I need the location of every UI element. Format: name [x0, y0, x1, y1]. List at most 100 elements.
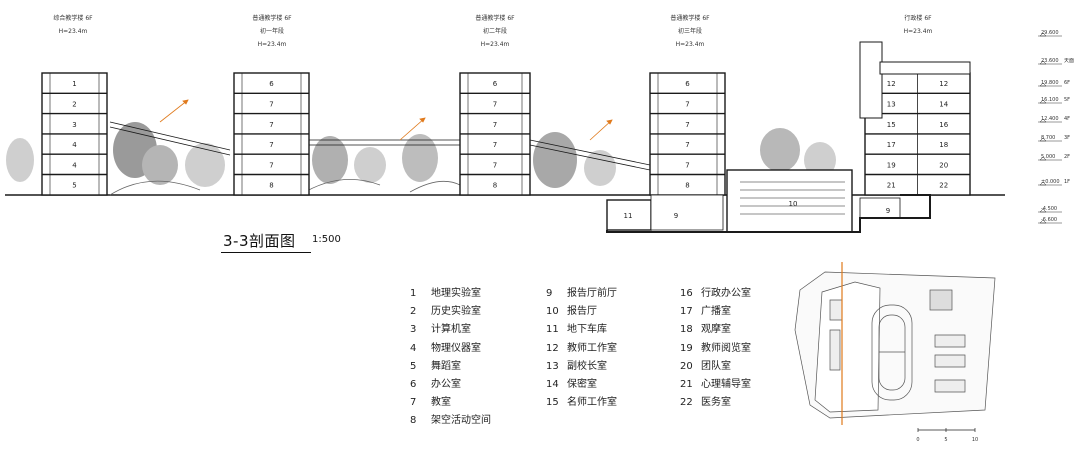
room-label: 7: [685, 141, 689, 149]
room-label: 7: [685, 161, 689, 169]
legend-number: 7: [410, 397, 417, 409]
legend-number: 6: [410, 379, 417, 390]
legend-number: 10: [546, 306, 559, 318]
level-label: 2F: [1064, 154, 1070, 160]
building-c-grade: 初二年段: [483, 27, 507, 35]
legend-number: 13: [546, 360, 559, 372]
room-label: 7: [269, 100, 273, 108]
basement: [606, 169, 931, 233]
legend-label: 教师阅览室: [701, 342, 751, 354]
legend-number: 15: [546, 397, 559, 409]
legend-number: 22: [680, 397, 693, 409]
building-d-height: H=23.4m: [676, 41, 705, 48]
room-9b: 9: [886, 207, 890, 215]
level-label: 4F: [1064, 116, 1070, 122]
building-a-name: 综合教学楼 6F: [53, 14, 93, 22]
view-arrows: [159, 99, 613, 141]
room-label: 7: [269, 141, 273, 149]
building-e-name: 行政楼 6F: [904, 14, 932, 22]
legend-number: 11: [546, 324, 559, 336]
title-underline: [221, 252, 311, 253]
level-value: 23.600: [1041, 58, 1059, 64]
room-label: 12: [939, 80, 948, 88]
room-label: 20: [939, 161, 948, 169]
legend-item: 7 教室: [410, 393, 451, 408]
room-10: 10: [789, 200, 798, 208]
room-label: 14: [939, 100, 948, 108]
room-label: 19: [887, 161, 896, 169]
legend-number: 3: [410, 324, 417, 336]
legend-number: 2: [410, 306, 417, 318]
level-value: 19.800: [1041, 80, 1059, 86]
legend-item: 11 地下车库: [546, 320, 607, 335]
room-label: 7: [269, 121, 273, 129]
admin-stair-tower: [859, 41, 883, 119]
legend-label: 办公室: [431, 379, 461, 390]
legend-label: 架空活动空间: [431, 415, 491, 427]
sky-bridges: [109, 121, 651, 171]
legend-label: 副校长室: [567, 360, 607, 372]
room-label: 7: [493, 161, 497, 169]
level-value: 5.000: [1041, 154, 1055, 160]
room-label: 6: [685, 80, 690, 88]
level-label: 1F: [1064, 179, 1070, 185]
legend-label: 心理辅导室: [701, 379, 751, 390]
legend-label: 医务室: [701, 397, 731, 409]
building-labels: 综合教学楼 6F H=23.4m 普通教学楼 6F 初一年段 H=23.4m 普…: [53, 14, 932, 48]
trees: [6, 122, 836, 188]
level-label: 6F: [1064, 80, 1070, 86]
legend-label: 保密室: [567, 379, 597, 390]
section-title: 3-3剖面图: [223, 232, 296, 250]
site-plan: [794, 262, 996, 432]
room-label: 8: [493, 182, 497, 190]
legend-label: 地理实验室: [431, 288, 481, 299]
level-value: ±0.000: [1041, 179, 1060, 185]
legend-number: 12: [546, 342, 559, 354]
legend-label: 行政办公室: [701, 288, 751, 299]
legend-item: 15 名师工作室: [546, 393, 617, 408]
legend-label: 物理仪器室: [431, 342, 481, 354]
room-label: 18: [939, 141, 948, 149]
building-d-name: 普通教学楼 6F: [670, 14, 710, 22]
room-label: 3: [72, 121, 76, 129]
section-scale: 1:500: [312, 234, 341, 245]
room-label: 12: [887, 80, 896, 88]
room-label: 7: [685, 121, 689, 129]
room-label: 21: [887, 182, 896, 190]
legend-item: 13 副校长室: [546, 357, 607, 372]
building-b-name: 普通教学楼 6F: [252, 14, 292, 22]
building-d-grade: 初三年段: [678, 27, 702, 35]
legend-label: 广播室: [701, 306, 731, 318]
room-label: 7: [493, 121, 497, 129]
room-label: 13: [887, 100, 896, 108]
room-label: 8: [269, 182, 273, 190]
legend-label: 观摩室: [701, 324, 731, 336]
room-9a: 9: [674, 212, 678, 220]
legend-label: 地下车库: [567, 324, 607, 336]
scale-bar: 0 5 10: [916, 437, 978, 443]
building-e-height: H=23.4m: [904, 28, 933, 35]
legend-number: 1: [410, 288, 417, 299]
legend-label: 名师工作室: [567, 397, 617, 409]
legend-number: 9: [546, 288, 553, 299]
legend-label: 教室: [431, 397, 451, 409]
level-label: 天面: [1064, 58, 1074, 64]
room-label: 4: [72, 141, 77, 149]
legend-item: 1 地理实验室: [410, 284, 481, 299]
room-label: 15: [887, 121, 896, 129]
legend-label: 舞蹈室: [431, 360, 461, 372]
